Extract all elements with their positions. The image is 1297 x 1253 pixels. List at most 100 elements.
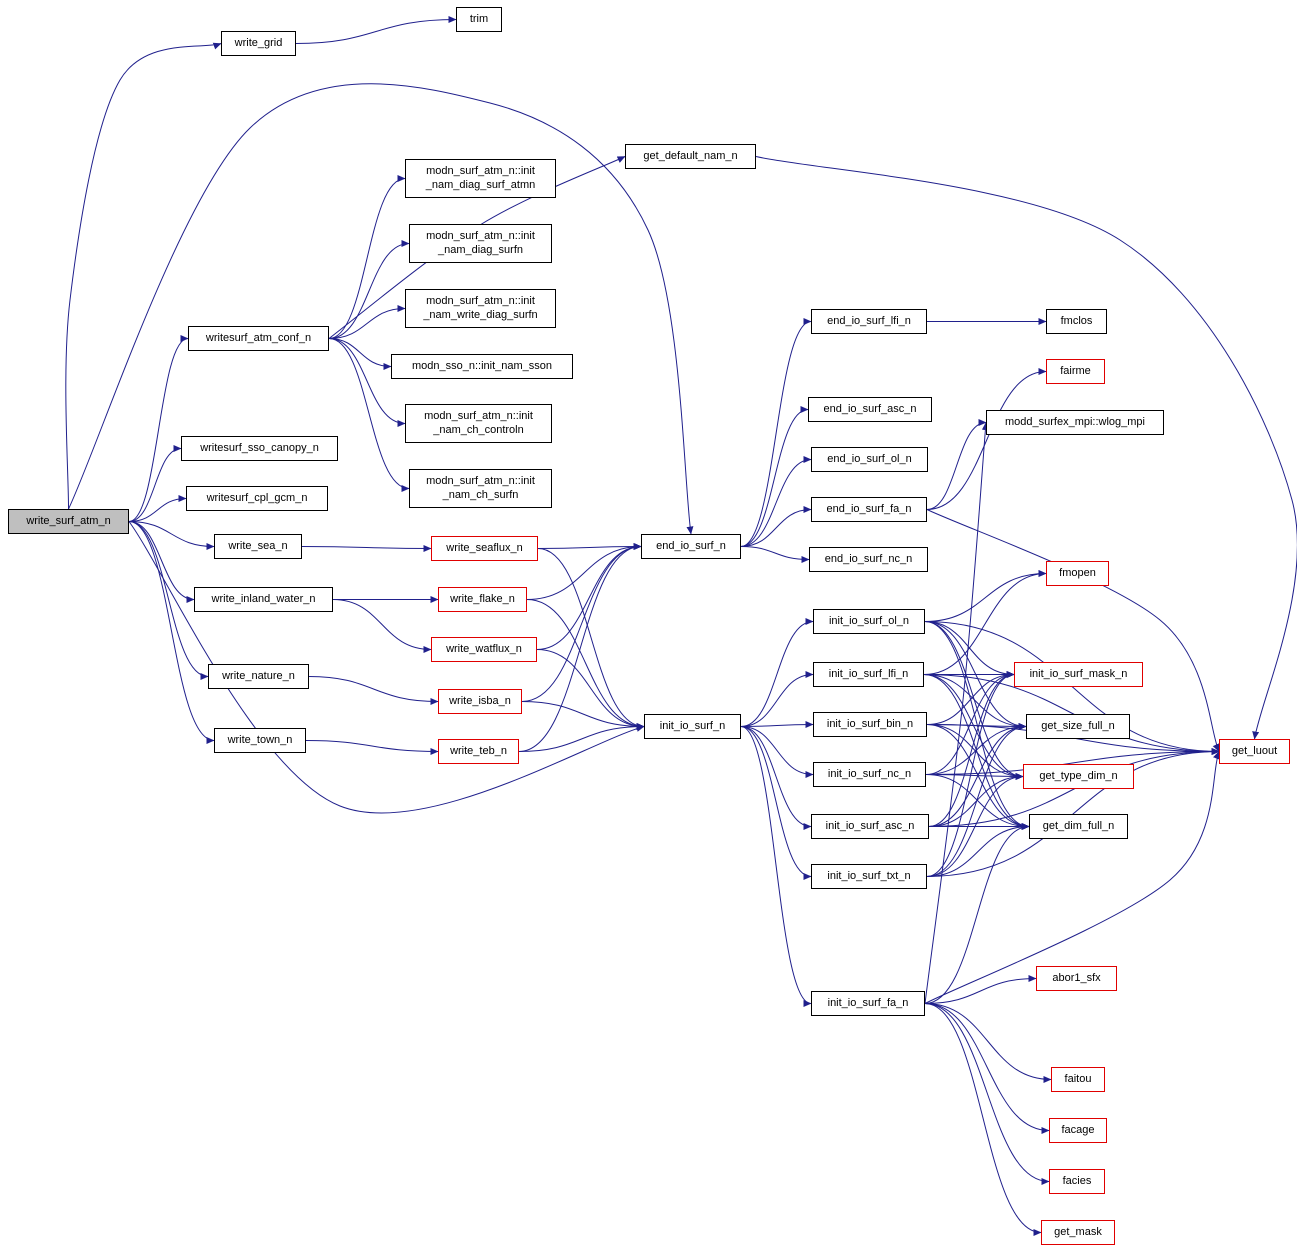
node-write_grid[interactable]: write_grid: [221, 31, 296, 56]
edge-write_surf_atm_n-to-init_io_surf_n: [128, 521, 645, 814]
edge-write_watflux_n-to-init_io_surf_n: [536, 649, 645, 730]
node-facies[interactable]: facies: [1049, 1169, 1105, 1194]
edge-init_io_surf_n-to-init_io_surf_bin_n: [740, 721, 814, 729]
edge-end_io_surf_n-to-end_io_surf_fa_n: [740, 506, 812, 547]
edge-write_surf_atm_n-to-writesurf_atm_conf_n: [128, 335, 189, 522]
node-write_town_n[interactable]: write_town_n: [214, 728, 306, 753]
edge-end_io_surf_n-to-end_io_surf_lfi_n: [740, 318, 812, 547]
edge-init_io_surf_n-to-init_io_surf_ol_n: [740, 618, 814, 727]
node-write_watflux_n[interactable]: write_watflux_n: [431, 637, 537, 662]
node-init_io_surf_txt_n[interactable]: init_io_surf_txt_n: [811, 864, 927, 889]
node-init_nam_diag_surf_atmn[interactable]: modn_surf_atm_n::init _nam_diag_surf_atm…: [405, 159, 556, 198]
node-wlog_mpi[interactable]: modd_surfex_mpi::wlog_mpi: [986, 410, 1164, 435]
node-fairme[interactable]: fairme: [1046, 359, 1105, 384]
node-trim[interactable]: trim: [456, 7, 502, 32]
edge-init_io_surf_fa_n-to-get_mask: [924, 1003, 1042, 1236]
node-init_nam_ch_controln[interactable]: modn_surf_atm_n::init _nam_ch_controln: [405, 404, 552, 443]
edge-write_nature_n-to-write_isba_n: [308, 676, 439, 705]
edge-init_io_surf_lfi_n-to-get_size_full_n: [923, 674, 1027, 730]
node-init_io_surf_nc_n[interactable]: init_io_surf_nc_n: [813, 762, 926, 787]
node-init_io_surf_mask_n[interactable]: init_io_surf_mask_n: [1014, 662, 1143, 687]
edge-end_io_surf_n-to-end_io_surf_nc_n: [740, 546, 810, 563]
node-write_teb_n[interactable]: write_teb_n: [438, 739, 519, 764]
node-get_luout[interactable]: get_luout: [1219, 739, 1290, 764]
node-end_io_surf_n[interactable]: end_io_surf_n: [641, 534, 741, 559]
node-get_type_dim_n[interactable]: get_type_dim_n: [1023, 764, 1134, 789]
node-write_nature_n[interactable]: write_nature_n: [208, 664, 309, 689]
edge-write_flake_n-to-init_io_surf_n: [526, 599, 645, 730]
node-init_io_surf_fa_n[interactable]: init_io_surf_fa_n: [811, 991, 925, 1016]
node-end_io_surf_nc_n[interactable]: end_io_surf_nc_n: [809, 547, 928, 572]
node-end_io_surf_ol_n[interactable]: end_io_surf_ol_n: [811, 447, 928, 472]
edge-init_io_surf_nc_n-to-get_luout: [925, 748, 1220, 775]
node-writesurf_sso_canopy_n[interactable]: writesurf_sso_canopy_n: [181, 436, 338, 461]
edge-write_surf_atm_n-to-write_nature_n: [128, 521, 209, 680]
edge-init_io_surf_n-to-init_io_surf_lfi_n: [740, 671, 814, 727]
node-get_size_full_n[interactable]: get_size_full_n: [1026, 714, 1130, 739]
node-write_isba_n[interactable]: write_isba_n: [438, 689, 522, 714]
node-end_io_surf_fa_n[interactable]: end_io_surf_fa_n: [811, 497, 927, 522]
edge-writesurf_atm_conf_n-to-init_nam_diag_surfn: [328, 240, 410, 339]
node-init_io_surf_ol_n[interactable]: init_io_surf_ol_n: [813, 609, 925, 634]
node-init_io_surf_lfi_n[interactable]: init_io_surf_lfi_n: [813, 662, 924, 687]
edge-write_teb_n-to-end_io_surf_n: [518, 543, 642, 752]
node-write_inland_water_n[interactable]: write_inland_water_n: [194, 587, 333, 612]
node-fmclos[interactable]: fmclos: [1046, 309, 1107, 334]
node-init_io_surf_asc_n[interactable]: init_io_surf_asc_n: [811, 814, 929, 839]
edge-write_flake_n-to-end_io_surf_n: [526, 543, 642, 600]
edge-write_seaflux_n-to-init_io_surf_n: [537, 548, 645, 730]
node-init_nam_write_diag_surfn[interactable]: modn_surf_atm_n::init _nam_write_diag_su…: [405, 289, 556, 328]
node-init_io_surf_bin_n[interactable]: init_io_surf_bin_n: [813, 712, 927, 737]
edge-write_isba_n-to-end_io_surf_n: [521, 543, 642, 702]
edge-writesurf_atm_conf_n-to-init_nam_diag_surf_atmn: [328, 175, 406, 339]
edge-write_isba_n-to-init_io_surf_n: [521, 701, 645, 730]
edge-init_io_surf_fa_n-to-facies: [924, 1003, 1050, 1185]
node-write_flake_n[interactable]: write_flake_n: [438, 587, 527, 612]
node-end_io_surf_asc_n[interactable]: end_io_surf_asc_n: [808, 397, 932, 422]
node-get_dim_full_n[interactable]: get_dim_full_n: [1029, 814, 1128, 839]
edge-end_io_surf_n-to-end_io_surf_ol_n: [740, 456, 812, 547]
edge-get_default_nam_n-to-get_luout: [755, 156, 1297, 740]
node-get_default_nam_n[interactable]: get_default_nam_n: [625, 144, 756, 169]
edge-write_surf_atm_n-to-end_io_surf_n: [68, 83, 694, 535]
node-write_sea_n[interactable]: write_sea_n: [214, 534, 302, 559]
node-init_nam_diag_surfn[interactable]: modn_surf_atm_n::init _nam_diag_surfn: [409, 224, 552, 263]
edge-write_surf_atm_n-to-write_grid: [65, 42, 222, 510]
edge-init_io_surf_fa_n-to-faitou: [924, 1003, 1052, 1083]
edge-write_watflux_n-to-end_io_surf_n: [536, 543, 642, 650]
edge-writesurf_atm_conf_n-to-init_nam_sson: [328, 338, 392, 370]
node-init_nam_sson[interactable]: modn_sso_n::init_nam_sson: [391, 354, 573, 379]
edge-end_io_surf_fa_n-to-wlog_mpi: [926, 419, 987, 510]
edge-init_io_surf_n-to-init_io_surf_nc_n: [740, 726, 814, 778]
edge-write_inland_water_n-to-write_watflux_n: [332, 599, 432, 653]
node-end_io_surf_lfi_n[interactable]: end_io_surf_lfi_n: [811, 309, 927, 334]
edge-write_grid-to-trim: [295, 16, 457, 44]
node-init_io_surf_n[interactable]: init_io_surf_n: [644, 714, 741, 739]
edge-init_io_surf_asc_n-to-get_size_full_n: [928, 723, 1027, 827]
edge-write_seaflux_n-to-end_io_surf_n: [537, 543, 642, 551]
node-init_nam_ch_surfn[interactable]: modn_surf_atm_n::init _nam_ch_surfn: [409, 469, 552, 508]
edge-init_io_surf_asc_n-to-get_luout: [928, 748, 1220, 827]
edge-write_teb_n-to-init_io_surf_n: [518, 723, 645, 752]
node-facage[interactable]: facage: [1049, 1118, 1107, 1143]
edge-init_io_surf_fa_n-to-facage: [924, 1003, 1050, 1134]
node-abor1_sfx[interactable]: abor1_sfx: [1036, 966, 1117, 991]
edge-init_io_surf_bin_n-to-get_type_dim_n: [926, 724, 1024, 780]
node-writesurf_atm_conf_n[interactable]: writesurf_atm_conf_n: [188, 326, 329, 351]
edge-init_io_surf_asc_n-to-init_io_surf_mask_n: [928, 671, 1015, 827]
edge-end_io_surf_fa_n-to-fairme: [926, 368, 1047, 510]
edge-init_io_surf_txt_n-to-get_dim_full_n: [926, 823, 1030, 877]
edge-writesurf_atm_conf_n-to-init_nam_ch_controln: [328, 338, 406, 427]
edge-write_surf_atm_n-to-writesurf_sso_canopy_n: [128, 445, 182, 522]
edge-writesurf_atm_conf_n-to-init_nam_ch_surfn: [328, 338, 410, 492]
node-write_seaflux_n[interactable]: write_seaflux_n: [431, 536, 538, 561]
edge-init_io_surf_n-to-init_io_surf_asc_n: [740, 726, 812, 830]
node-faitou[interactable]: faitou: [1051, 1067, 1105, 1092]
edge-write_sea_n-to-write_seaflux_n: [301, 544, 432, 552]
edge-init_io_surf_nc_n-to-init_io_surf_mask_n: [925, 671, 1015, 775]
edge-init_io_surf_bin_n-to-init_io_surf_mask_n: [926, 671, 1015, 725]
node-writesurf_cpl_gcm_n[interactable]: writesurf_cpl_gcm_n: [186, 486, 328, 511]
node-fmopen[interactable]: fmopen: [1046, 561, 1109, 586]
node-get_mask[interactable]: get_mask: [1041, 1220, 1115, 1245]
